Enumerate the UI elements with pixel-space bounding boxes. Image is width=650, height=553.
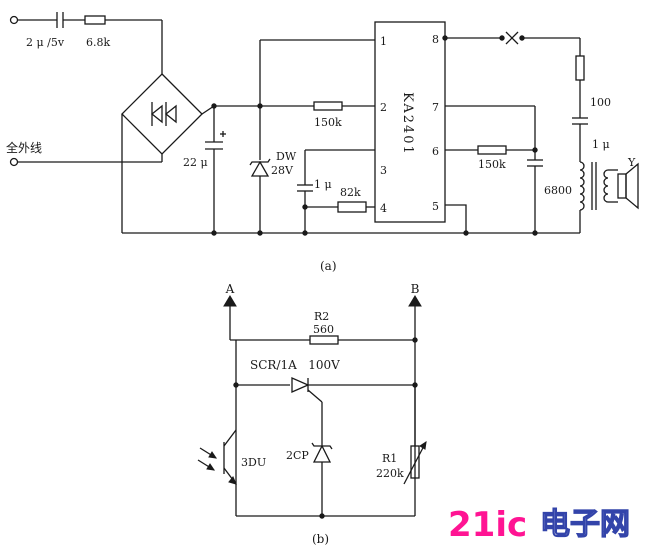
label-res-pin4: 82k xyxy=(340,186,361,199)
ic-pin-6: 6 xyxy=(432,145,439,158)
ic-pin-1: 1 xyxy=(380,35,387,48)
resistor-pin4 xyxy=(337,201,367,213)
label-cap-pin6: 6800 xyxy=(544,184,572,197)
label-speaker: Y xyxy=(627,156,636,169)
input-capacitor xyxy=(56,12,64,28)
resistor-r1 xyxy=(403,440,427,485)
label-node-a: A xyxy=(225,282,235,296)
label-filter-cap: 22 μ xyxy=(183,156,208,169)
input-terminal-bottom xyxy=(9,157,19,167)
ic-pin-3: 3 xyxy=(380,164,387,177)
label-input-cap: 2 μ /5v xyxy=(26,36,65,49)
ic-ka2401 xyxy=(374,21,446,223)
diode-2cp xyxy=(311,442,333,463)
ic-pin-7: 7 xyxy=(432,101,439,114)
label-zener-name: DW xyxy=(276,150,297,163)
zener-diode xyxy=(249,158,271,177)
input-terminal-top xyxy=(9,15,19,25)
label-cap-pin3: 1 μ xyxy=(314,178,332,191)
label-input-res: 6.8k xyxy=(86,36,110,49)
label-res-out: 100 xyxy=(590,96,611,109)
node-a-arrow xyxy=(223,295,237,307)
label-diode: 2CP xyxy=(286,449,309,462)
jumper-x xyxy=(499,31,525,45)
filter-capacitor xyxy=(205,131,226,150)
label-node-b: B xyxy=(411,282,420,296)
label-ic: KA2401 xyxy=(400,92,415,156)
label-scr: SCR/1A 100V xyxy=(250,358,340,372)
watermark-cn: 电子网 xyxy=(540,507,630,542)
capacitor-pin3 xyxy=(297,184,313,192)
ic-pin-8: 8 xyxy=(432,33,439,46)
caption-a: (a) xyxy=(320,259,337,273)
caption-b: (b) xyxy=(312,532,329,546)
capacitor-out xyxy=(572,117,588,125)
watermark-logo: 21ic 电子网 xyxy=(448,505,631,545)
node-b-arrow xyxy=(408,295,422,307)
output-transformer xyxy=(579,161,609,211)
resistor-r2 xyxy=(309,335,339,345)
resistor-out xyxy=(575,55,585,81)
phototransistor-3du xyxy=(197,429,237,485)
speaker-icon xyxy=(617,162,639,210)
label-r1-value: 220k xyxy=(376,467,404,480)
label-zener-value: 28V xyxy=(271,164,294,177)
ic-pin-2: 2 xyxy=(380,101,387,114)
label-cap-out: 1 μ xyxy=(592,138,610,151)
circuit-b: A B R2 560 SCR/1A 100V 3DU 2CP R1 220k (… xyxy=(197,282,427,546)
scr-thyristor xyxy=(291,377,323,403)
resistor-pin6 xyxy=(477,145,507,155)
label-res-pin2: 150k xyxy=(314,116,342,129)
label-transistor: 3DU xyxy=(241,456,266,469)
label-r1-name: R1 xyxy=(382,452,397,465)
circuit-a: 2 μ /5v 6.8k 全外线 22 μ DW 28V 150k 1 μ 82… xyxy=(6,12,639,273)
watermark-brand: 21ic xyxy=(448,505,527,545)
capacitor-pin6 xyxy=(527,159,543,167)
resistor-pin2 xyxy=(313,101,343,111)
label-r2-name: R2 xyxy=(314,310,329,323)
label-res-pin6: 150k xyxy=(478,158,506,171)
label-r2-value: 560 xyxy=(313,323,334,336)
bridge-rectifier xyxy=(121,73,203,155)
ic-pin-5: 5 xyxy=(432,200,439,213)
label-input: 全外线 xyxy=(6,140,42,155)
ic-pin-4: 4 xyxy=(380,202,387,215)
input-resistor xyxy=(84,15,106,25)
